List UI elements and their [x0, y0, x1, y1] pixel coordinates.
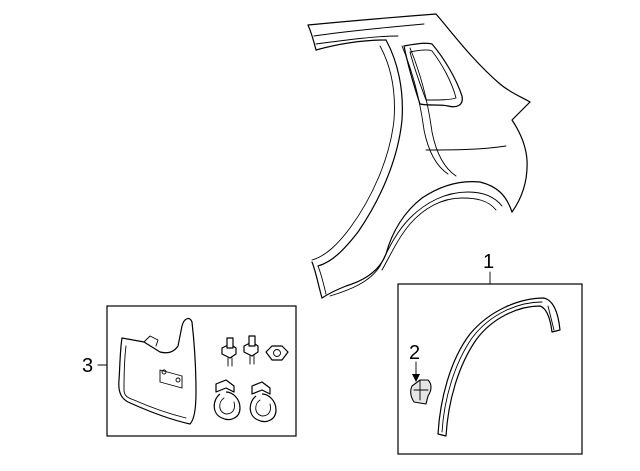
bolt-part-2 — [243, 335, 259, 365]
clip-part — [213, 379, 241, 421]
quarter-panel-body — [307, 13, 531, 299]
mud-flap-kit-group: 3 — [82, 305, 297, 437]
retainer-clip-part — [410, 379, 432, 405]
mud-flap-kit-frame — [106, 305, 297, 437]
callout-3-label: 3 — [82, 355, 93, 377]
callout-2-arrowhead — [412, 374, 420, 382]
callout-2-label: 2 — [409, 342, 420, 364]
wheel-molding-group: 2 1 — [397, 251, 583, 455]
nut-part — [265, 345, 289, 361]
clip-part-2 — [249, 381, 277, 423]
bolt-part — [221, 337, 237, 367]
wheel-opening-molding-part — [437, 297, 561, 437]
callout-1-label: 1 — [483, 251, 494, 273]
mud-flap-part — [118, 317, 197, 425]
